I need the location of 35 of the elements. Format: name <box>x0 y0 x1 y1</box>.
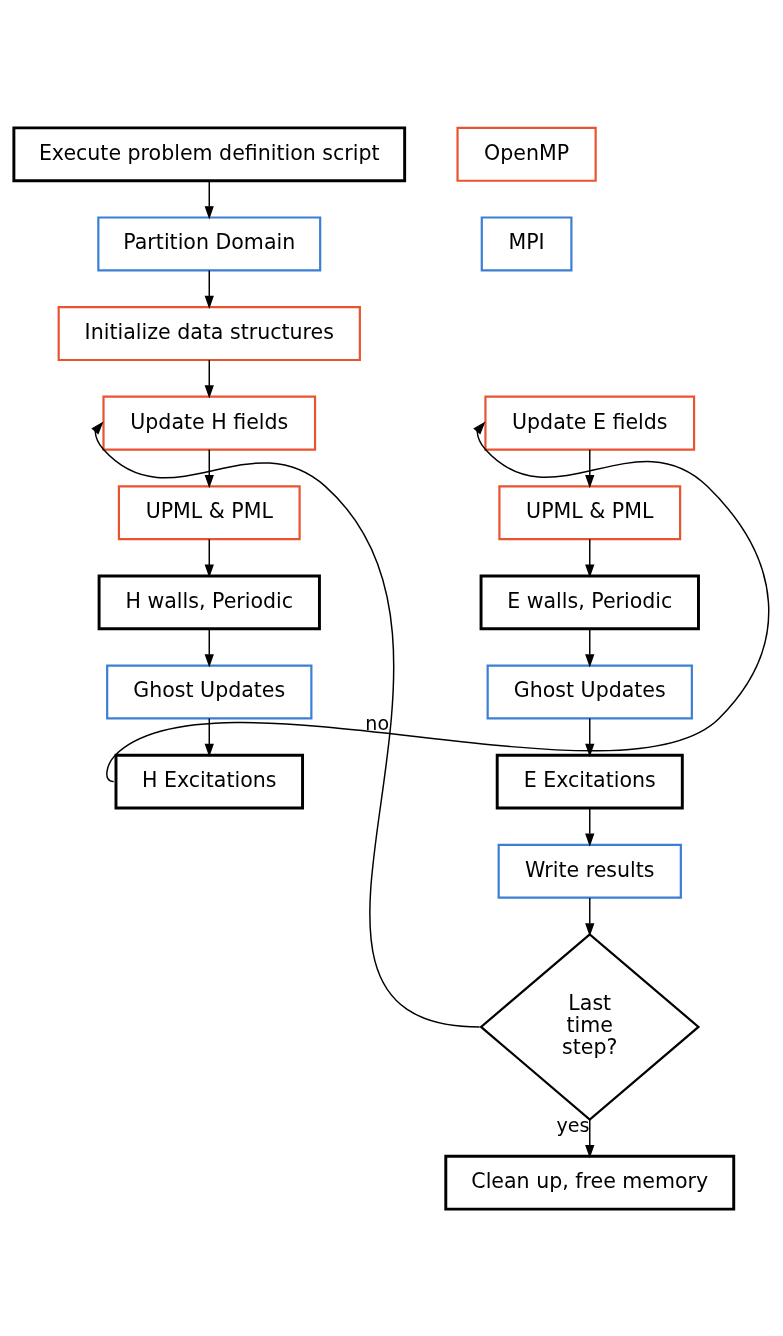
node-diamond: Last time step? <box>479 932 701 1121</box>
arrow <box>585 538 595 578</box>
node-box: Ghost Updates <box>486 663 693 720</box>
node-box: Partition Domain <box>97 215 322 271</box>
arrow <box>585 896 595 936</box>
arrow <box>204 538 214 578</box>
node-box: E walls, Periodic <box>479 574 700 630</box>
node-box: UPML & PML <box>498 484 682 540</box>
arrow <box>585 627 595 667</box>
node-box: E Excitations <box>495 753 684 810</box>
node-box: Update E fields <box>484 395 696 451</box>
edge-label: no <box>365 711 390 735</box>
arrow <box>585 1118 595 1158</box>
node-box: Initialize data structures <box>57 305 361 361</box>
arrow <box>204 627 214 667</box>
arrow <box>585 806 595 847</box>
node-box: Ghost Updates <box>106 663 313 720</box>
arrow <box>204 717 214 757</box>
node-box: MPI <box>480 215 573 271</box>
arrow <box>204 179 214 219</box>
node-box: Clean up, free memory <box>444 1154 736 1211</box>
arrow <box>91 420 481 1028</box>
node-box: Execute problem definition script <box>12 125 407 182</box>
node-box: H Excitations <box>114 753 305 810</box>
node-box: OpenMP <box>456 126 597 182</box>
node-box: UPML & PML <box>117 484 301 540</box>
node-box: Update H fields <box>102 395 317 451</box>
arrow <box>585 448 595 488</box>
node-box: Write results <box>497 843 682 899</box>
arrow <box>585 717 595 757</box>
arrow <box>204 448 214 488</box>
node-box: H walls, Periodic <box>97 574 321 630</box>
arrow <box>204 269 214 309</box>
arrow <box>204 358 214 399</box>
arrow <box>106 420 770 782</box>
